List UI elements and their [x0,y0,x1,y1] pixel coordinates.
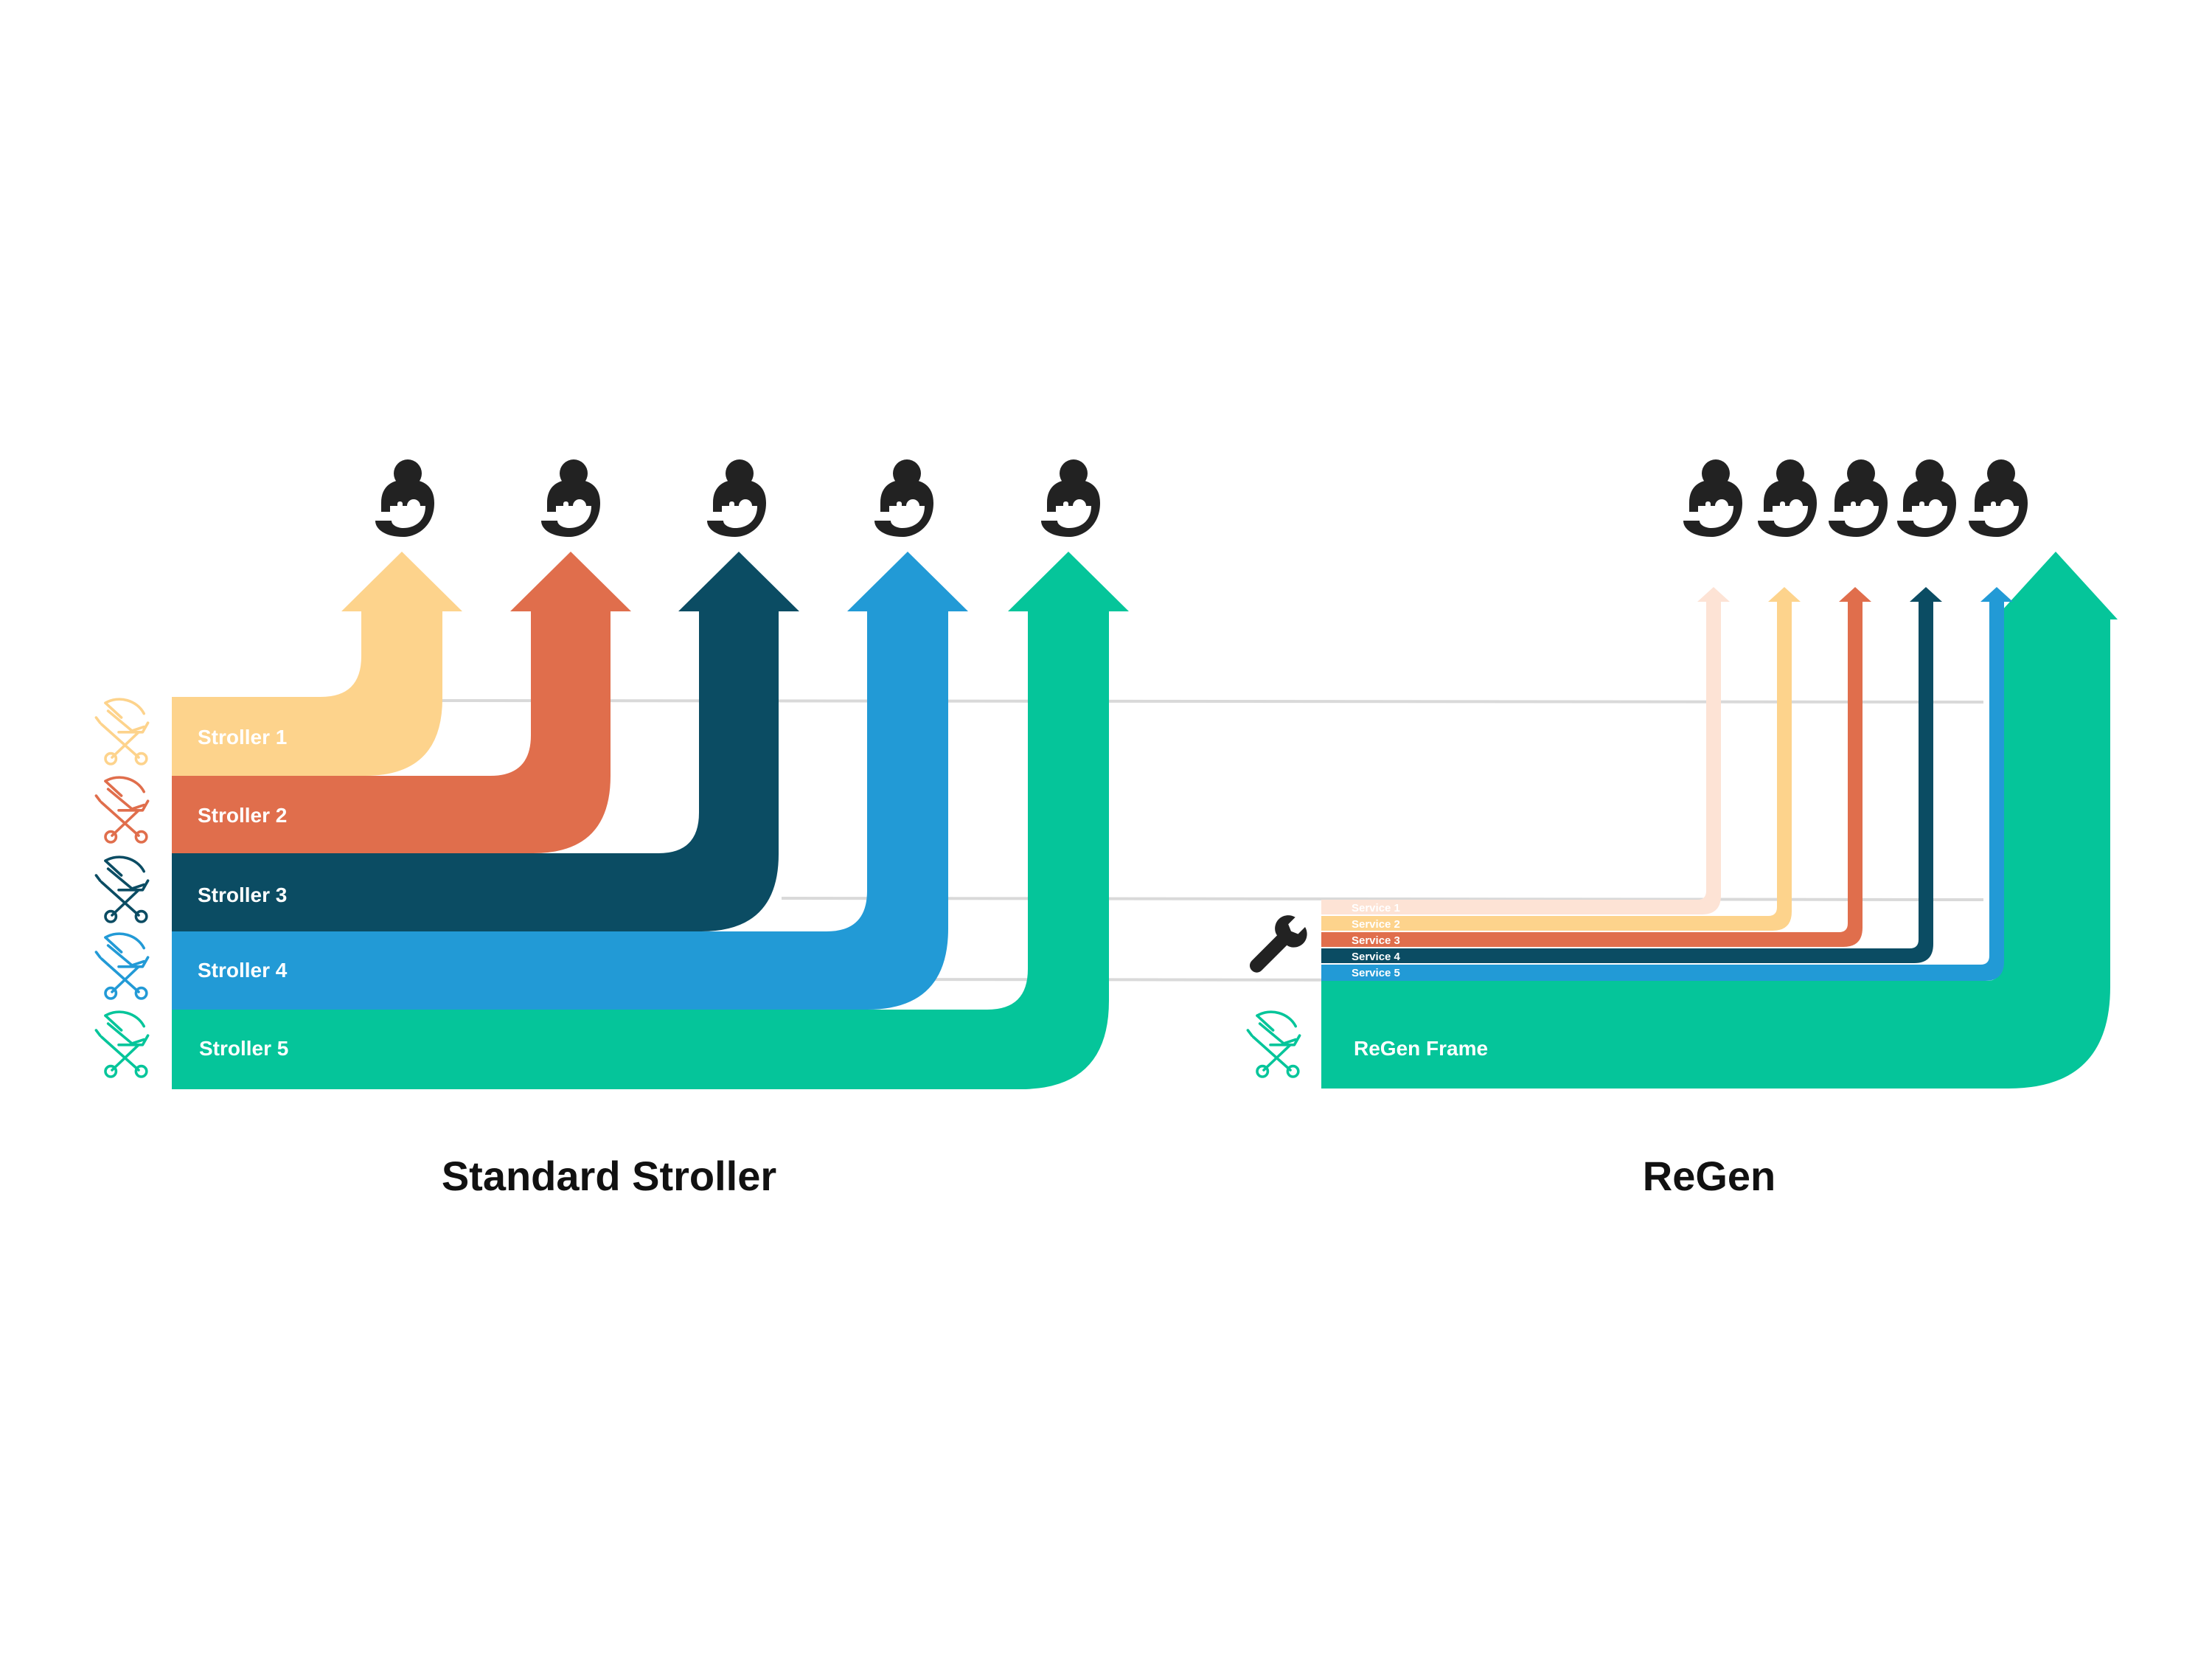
parent-with-baby-icon [1683,459,1742,537]
regen-labels: Service 1 Service 2 Service 3 Service 4 … [1352,902,1488,1060]
stroller-3-arrow [172,552,799,931]
stroller-1-arrow [172,552,462,776]
regen-title: ReGen [1643,1153,1776,1199]
stroller-4-arrow [172,552,968,1010]
service-label-1: Service 1 [1352,902,1400,914]
parent-with-baby-icon [1041,459,1100,537]
stroller-icon [94,698,150,765]
guide-line [436,699,1984,704]
service-2-arrow [1321,587,1801,931]
stroller-5-arrow [172,552,1129,1089]
parent-with-baby-icon [874,459,933,537]
band-label-stroller-4: Stroller 4 [198,959,288,982]
standard-band-shapes [172,552,1129,1089]
parent-with-baby-icon [541,459,600,537]
band-label-stroller-3: Stroller 3 [198,883,287,906]
parent-with-baby-icon [1758,459,1817,537]
regen-frame-arrow [1321,552,2118,1089]
parent-with-baby-icon [1897,459,1956,537]
stroller-icon [94,776,150,844]
stroller-icon [1246,1010,1301,1078]
service-1-arrow [1321,587,1730,914]
service-label-3: Service 3 [1352,934,1400,947]
stroller-2-arrow [172,552,631,853]
guide-line [781,897,1984,901]
stroller-icon [94,855,150,923]
band-label-stroller-2: Stroller 2 [198,804,287,827]
parent-with-baby-icon [1969,459,2028,537]
parent-with-baby-icon [375,459,434,537]
regen-frame-label: ReGen Frame [1354,1037,1488,1060]
regen-band-shapes [1321,552,2118,1089]
parent-with-baby-icon [707,459,766,537]
band-label-stroller-1: Stroller 1 [198,726,287,749]
standard-stroller-title: Standard Stroller [442,1153,776,1199]
standard-labels: Stroller 1 Stroller 2 Stroller 3 Strolle… [198,726,288,1060]
service-label-4: Service 4 [1352,951,1401,963]
service-label-5: Service 5 [1352,967,1400,979]
parent-with-baby-icon [1829,459,1888,537]
stroller-icon [94,932,150,1000]
band-label-stroller-5: Stroller 5 [199,1037,288,1060]
service-label-2: Service 2 [1352,918,1400,931]
stroller-icon [94,1010,150,1078]
wrench-icon [1249,915,1307,973]
